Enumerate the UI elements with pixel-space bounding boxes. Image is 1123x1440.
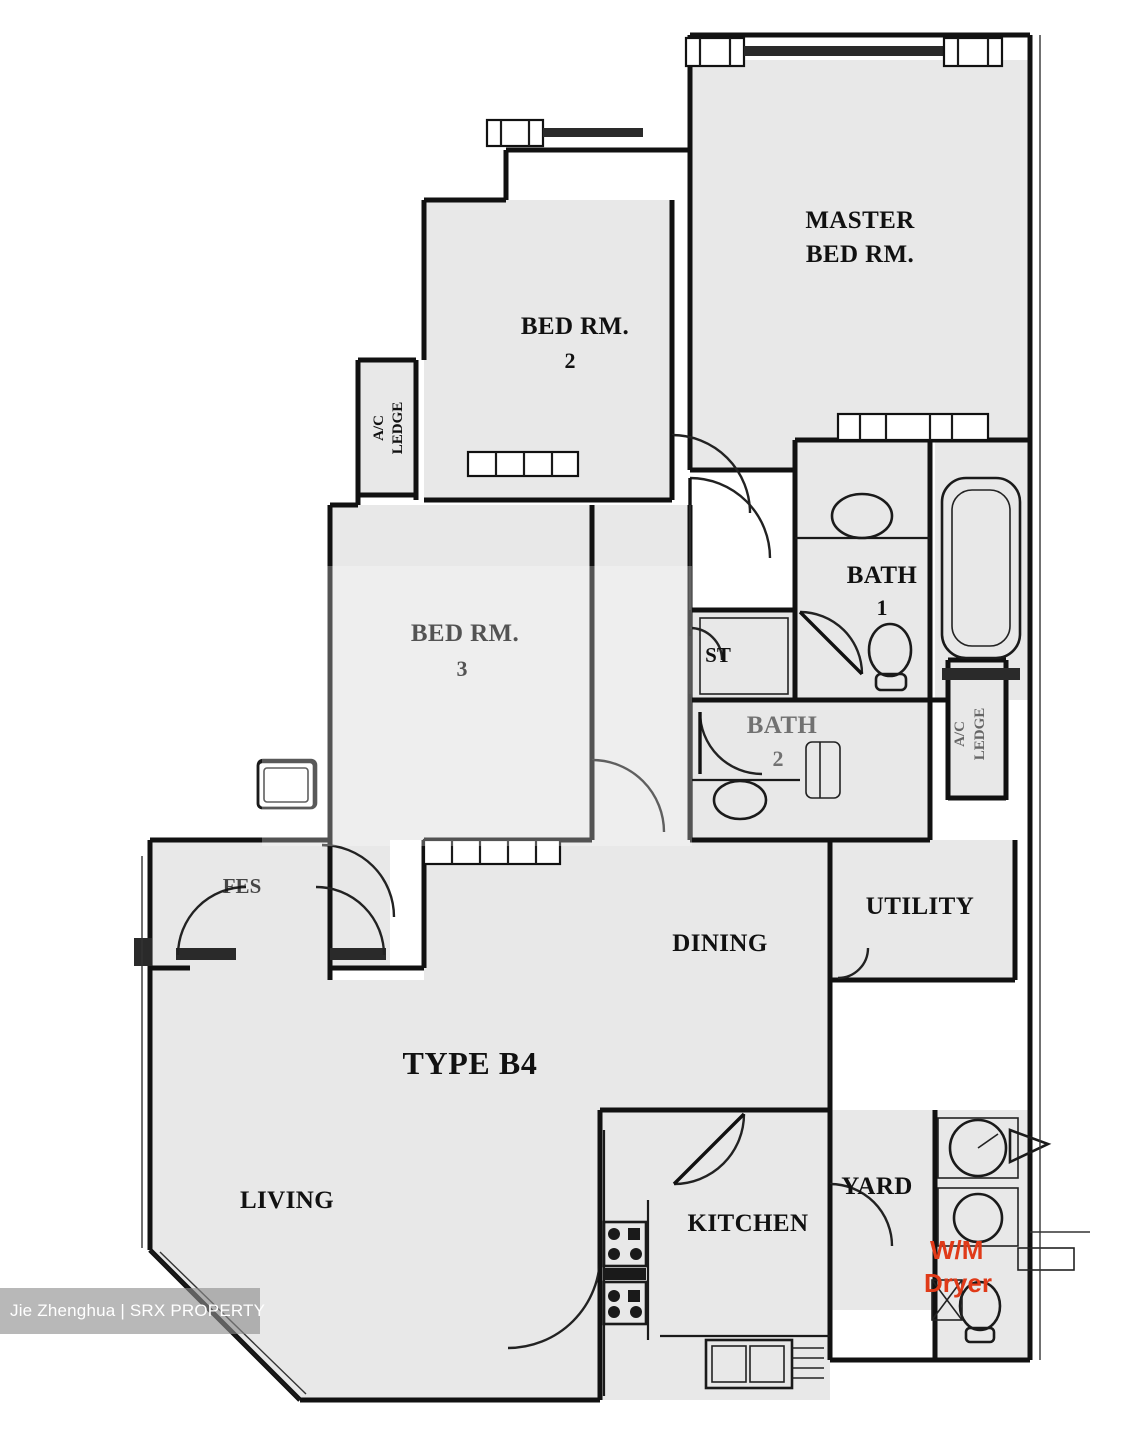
label-bath-2: BATH [747, 712, 818, 739]
page-title: TYPE B4 [403, 1045, 538, 1081]
label-bath-1-number: 1 [877, 595, 888, 620]
washing-machine-icon [948, 1118, 1008, 1178]
label-bedroom-2: BED RM. [521, 313, 629, 340]
label-ac-ledge-left-line2: LEDGE [390, 402, 406, 455]
appliance-annotations: W/M Dryer [924, 1235, 992, 1298]
toilet-icon [867, 622, 913, 678]
label-ac-ledge-left-line1: A/C [371, 415, 387, 441]
watermark-banner: Jie Zhenghua | SRX PROPERTY [0, 1288, 265, 1334]
sink-icon [704, 1338, 794, 1390]
label-master-bedroom-line2: BED RM. [806, 241, 914, 268]
label-dryer: Dryer [924, 1268, 992, 1298]
ac-ledge-labels: A/C LEDGE A/C LEDGE [371, 402, 988, 761]
dryer-icon [952, 1192, 1004, 1244]
watermark-text: Jie Zhenghua | SRX PROPERTY [10, 1301, 266, 1320]
label-fes: FES [223, 874, 262, 898]
label-ac-ledge-right-line1: A/C [952, 721, 968, 747]
label-ac-ledge-right-line2: LEDGE [972, 708, 988, 761]
label-utility: UTILITY [866, 893, 974, 920]
bathtub-icon [940, 476, 1022, 660]
label-kitchen: KITCHEN [688, 1210, 809, 1237]
label-bedroom-3-number: 3 [457, 656, 468, 681]
label-dining: DINING [672, 930, 767, 957]
ac-unit-icon [256, 760, 316, 810]
label-bath-1: BATH [847, 562, 918, 589]
label-bedroom-2-number: 2 [565, 348, 576, 373]
room-labels: MASTER BED RM. BED RM. 2 BED RM. 3 BATH … [223, 207, 974, 1237]
label-washing-machine: W/M [930, 1235, 983, 1265]
windows [134, 36, 1004, 966]
label-bedroom-3: BED RM. [411, 620, 519, 647]
exterior-walls [147, 32, 1033, 1403]
label-living: LIVING [240, 1187, 334, 1214]
label-bath-2-number: 2 [773, 746, 784, 771]
label-store: ST [705, 643, 731, 667]
toilet-icon [958, 1280, 1002, 1332]
label-yard: YARD [841, 1173, 913, 1200]
label-master-bedroom-line1: MASTER [805, 207, 915, 234]
